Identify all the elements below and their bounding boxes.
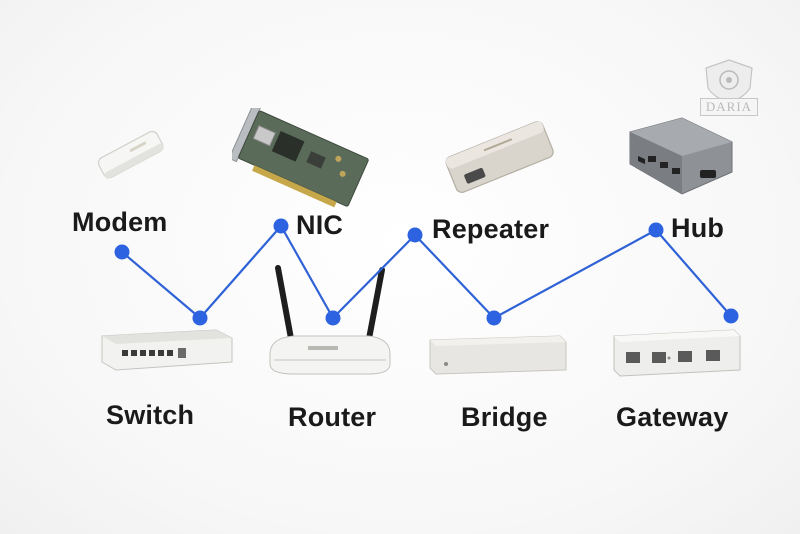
repeater-icon — [445, 121, 554, 193]
node-repeater — [407, 227, 423, 243]
node-router — [325, 310, 341, 326]
network-card-icon — [232, 108, 369, 208]
label-bridge: Bridge — [461, 402, 548, 432]
connector-line — [121, 224, 732, 320]
gateway-icon — [613, 329, 741, 377]
node-modem — [114, 244, 130, 260]
shield-icon — [705, 59, 753, 103]
node-nic — [273, 218, 289, 234]
usb-hub-icon — [629, 117, 733, 195]
network-switch-icon — [101, 329, 233, 371]
usb-modem-icon — [97, 130, 164, 179]
label-gateway: Gateway — [616, 402, 729, 432]
watermark-text: DARIA — [700, 98, 758, 116]
watermark-logo: DARIA — [690, 58, 768, 128]
node-bridge — [486, 310, 502, 326]
node-hub — [648, 222, 664, 238]
label-switch: Switch — [106, 400, 195, 430]
label-repeater: Repeater — [432, 214, 550, 244]
label-hub: Hub — [671, 213, 725, 243]
label-router: Router — [288, 402, 377, 432]
wireless-router-icon — [269, 265, 391, 375]
node-gateway — [723, 308, 739, 324]
label-modem: Modem — [72, 207, 168, 237]
node-switch — [192, 310, 208, 326]
bridge-box-icon — [429, 335, 567, 375]
label-nic: NIC — [296, 210, 344, 240]
